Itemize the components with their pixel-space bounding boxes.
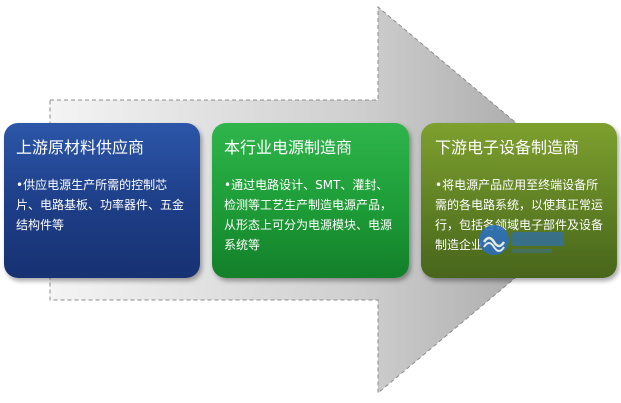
industry-manufacturer-card: 本行业电源制造商 •通过电路设计、SMT、灌封、检测等工艺生产制造电源产品，从形… (212, 123, 409, 278)
downstream-card-body: •将电源产品应用至终端设备所需的各电路系统，以使其正常运行，包括各领域电子部件及… (435, 178, 604, 252)
upstream-card-body: •供应电源生产所需的控制芯片、电路基板、功率器件、五金结构件等 (16, 178, 185, 232)
upstream-supplier-card: 上游原材料供应商 •供应电源生产所需的控制芯片、电路基板、功率器件、五金结构件等 (4, 123, 200, 278)
downstream-card-title: 下游电子设备制造商 (435, 138, 580, 157)
downstream-manufacturer-card: 下游电子设备制造商 •将电源产品应用至终端设备所需的各电路系统，以使其正常运行，… (421, 123, 617, 278)
industry-card-body: •通过电路设计、SMT、灌封、检测等工艺生产制造电源产品，从形态上可分为电源模块… (224, 178, 393, 252)
watermark-logo-icon (479, 225, 564, 255)
upstream-card-title: 上游原材料供应商 (16, 138, 145, 157)
industry-card-title: 本行业电源制造商 (224, 138, 353, 157)
